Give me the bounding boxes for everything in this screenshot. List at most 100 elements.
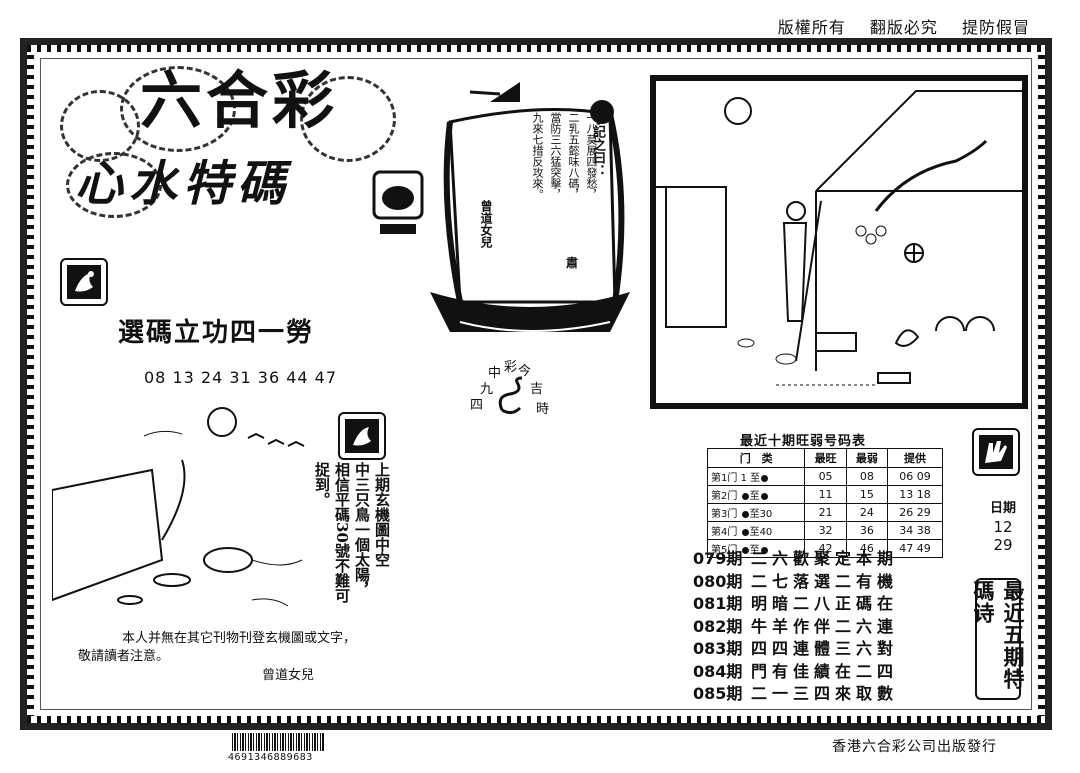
pick-cell: 13 18 [887,485,943,504]
swan-icon-2 [338,412,386,460]
ball-icon [741,510,749,518]
ship-signature: 曾道女兒 [479,200,493,248]
period-id: 083期 [693,639,743,658]
gate-to: 30 [759,509,773,520]
ball-icon [741,528,749,536]
clock-emblem: 今 彩 中 九 四 吉 時 [470,356,560,417]
gate-label: 第3门 [711,509,738,520]
period-text: 二六歡聚定本期 [751,549,899,568]
clock-char: 吉 [530,382,544,397]
gate-label: 第5门 [711,545,738,556]
stats-table: 门 类 最旺 最弱 提供 第1门 1 至 05 08 06 09 第2门 至 1… [706,448,943,558]
notice-line: 本人并無在其它刊物刊登玄機圖或文字， [122,631,357,646]
gate-to: 40 [759,527,773,538]
period-id: 084期 [693,661,743,681]
table-row: 第2门 至 11 15 13 18 [706,485,943,504]
snake-icon [498,376,523,415]
cold-cell: 46 [845,539,889,558]
table-row: 第3门 至30 21 24 26 29 [706,503,943,522]
gate-cell: 第1门 1 至 [706,467,806,486]
clock-char: 彩 [504,360,518,375]
inner-frame [40,58,1032,710]
date-day: 29 [993,536,1013,554]
date-month: 12 [993,518,1013,536]
hot-cell: 11 [804,485,847,504]
period-text: 二一三四來取數 [751,684,899,703]
ball-icon [761,474,769,482]
stats-table-title: 最近十期旺弱号码表 [740,434,867,449]
period-text: 四四連體三六對 [751,639,899,658]
period-list: 079期二六歡聚定本期 080期二七落選二有機 081期明暗二八正碼在 082期… [693,548,898,706]
list-item: 083期四四連體三六對 [693,638,898,661]
issue-date: 日期 12 29 [990,500,1016,554]
table-header: 最旺 [804,448,847,468]
hint-line: 捉到。 [313,462,331,507]
slogan: 選碼立功四一勞 [118,318,315,348]
barcode-number: 4691346889683 [228,752,313,763]
ship-poem-line: 二乳五懿味八碼， [567,112,580,200]
hot-cell: 05 [804,467,847,486]
period-text: 牛羊作伴二六連 [751,616,899,636]
ball-icon [741,492,749,500]
banner-copyright: 版權所有 [777,18,846,37]
list-item: 082期牛羊作伴二六連 [693,616,898,639]
hint-line: 中三只鳥一個太陽， [353,462,371,597]
period-id: 085期 [693,684,743,703]
list-item: 080期二七落選二有機 [693,571,898,594]
clock-char: 九 [480,382,494,397]
table-row: 第1门 1 至 05 08 06 09 [706,467,943,486]
table-header: 最弱 [845,448,889,468]
pot-icon [372,170,424,234]
ship-poem-heading: 字記之曰： [590,112,605,177]
period-id: 081期 [693,594,743,613]
rat-scene-illustration [52,407,305,607]
table-row: 第4门 至40 32 36 34 38 [706,521,943,540]
pick-cell: 26 29 [887,503,943,522]
cold-cell: 24 [845,503,889,522]
period-text: 門有佳績在二四 [751,661,899,681]
publisher: 香港六合彩公司出版發行 [832,739,997,755]
hint-line: 相信平碼30號不難可 [333,462,351,603]
notice-line: 敬請讀者注意。 [78,649,170,664]
list-item: 081期明暗二八正碼在 [693,593,898,616]
clock-char: 時 [536,402,550,417]
title-blob [66,152,162,218]
ship-corner-char: 肅 [566,256,579,270]
table-row: 第5门 至 42 46 47 49 [706,539,943,558]
ball-icon [760,492,768,500]
hot-cell: 32 [804,521,847,540]
banner-no-copy: 翻版必究 [869,18,938,37]
notice: 本人并無在其它刊物刊登玄機圖或文字， 敬請讀者注意。 [78,630,356,666]
ball-icon [741,546,749,554]
clock-char: 中 [488,366,502,381]
gate-cell: 第4门 至40 [706,521,806,540]
pick-cell: 06 09 [887,467,943,486]
ship-poem-line: 當防三六猛突擊， [549,112,562,200]
barcode [232,733,324,751]
gate-label: 第2门 [711,491,738,502]
title-blob [300,76,396,162]
hand-icon [972,428,1020,476]
pick-cell: 47 49 [887,539,943,558]
table-header-row: 门 类 最旺 最弱 提供 [706,448,943,468]
page-subtitle: 心水特碼 [75,156,292,212]
clock-char: 今 [518,364,532,379]
title-blob [120,66,236,152]
table-header: 提供 [887,448,943,468]
gate-label: 第4门 [711,527,738,538]
cold-cell: 36 [845,521,889,540]
recent-five-label: 最近五期特碼诗 [971,578,1026,700]
notice-signature: 曾道女兒 [262,668,315,683]
list-item: 085期二一三四來取數 [693,683,898,706]
ship-illustration [430,82,630,332]
date-label: 日期 [990,501,1017,516]
period-id: 080期 [693,571,743,591]
period-text: 明暗二八正碼在 [751,594,899,613]
page-title: 六合彩 [140,64,339,137]
gate-cell: 第2门 至 [706,485,806,504]
ship-poem-line: 一八莫展四發愁， [585,112,598,200]
list-item: 084期門有佳績在二四 [693,661,898,684]
ball-icon [760,546,768,554]
pick-cell: 34 38 [887,521,943,540]
lucky-numbers: 08 13 24 31 36 44 47 [144,368,338,387]
